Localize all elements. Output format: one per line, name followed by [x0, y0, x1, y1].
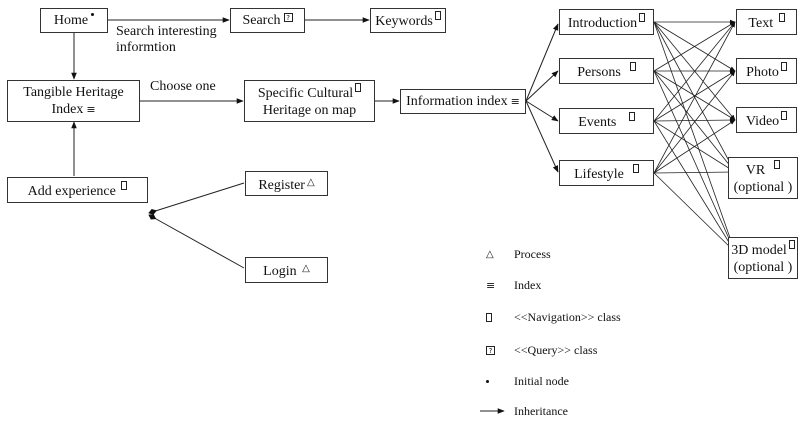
- 3d-model-node[interactable]: 3D model (optional ): [728, 237, 798, 279]
- specific-cultural-heritage-node[interactable]: Specific Cultural Heritage on map: [244, 80, 375, 122]
- navigation-icon: [121, 180, 128, 190]
- legend-initial-label: Initial node: [514, 373, 569, 388]
- edge-info-lifestyle: [525, 100, 559, 173]
- navigation-icon: [632, 163, 639, 173]
- search-node[interactable]: Search?: [230, 8, 305, 33]
- edge-register-add: [148, 182, 245, 215]
- lifestyle-node[interactable]: Lifestyle: [559, 160, 654, 186]
- legend-initial-node: Initial node: [480, 371, 569, 391]
- vr-node[interactable]: VR (optional ): [728, 157, 798, 199]
- process-icon: △: [306, 176, 315, 188]
- add-experience-node[interactable]: Add experience: [7, 177, 148, 203]
- tangible-heritage-index-node[interactable]: Tangible Heritage Index≡: [7, 80, 140, 122]
- legend-index-label: Index: [514, 277, 542, 292]
- legend-navigation: <<Navigation>> class: [480, 307, 621, 327]
- navigation-icon: [774, 160, 781, 169]
- introduction-node[interactable]: Introduction: [559, 9, 654, 35]
- navigation-icon: [788, 240, 795, 249]
- persons-node[interactable]: Persons: [559, 58, 654, 84]
- index-icon: ≡: [510, 95, 520, 108]
- navigation-icon: [781, 110, 788, 120]
- navigation-icon: [486, 312, 492, 322]
- video-node[interactable]: Video: [736, 107, 797, 133]
- navigation-icon: [778, 12, 785, 22]
- process-icon: △: [486, 248, 494, 260]
- initial-node-dot: [91, 13, 95, 16]
- process-icon: △: [302, 263, 310, 274]
- information-index-node[interactable]: Information index≡: [400, 89, 526, 114]
- keywords-node[interactable]: Keywords: [370, 8, 446, 33]
- choose-one-edge-label: Choose one: [150, 79, 216, 94]
- legend-query: ? <<Query>> class: [480, 340, 597, 360]
- legend-navigation-label: <<Navigation>> class: [514, 309, 621, 324]
- legend-inheritance: Inheritance: [480, 401, 568, 421]
- legend-process-label: Process: [514, 246, 551, 261]
- navigation-icon: [628, 111, 635, 121]
- register-node[interactable]: Register△: [245, 171, 328, 196]
- events-node[interactable]: Events: [559, 108, 654, 134]
- navigation-icon: [639, 12, 646, 22]
- edge-info-persons: [525, 70, 559, 102]
- legend-index: ≡ Index: [480, 275, 541, 295]
- navigation-icon: [434, 11, 441, 20]
- navigation-icon: [355, 83, 362, 92]
- edge-login-add: [148, 214, 245, 269]
- edge-info-events: [525, 100, 559, 122]
- index-icon: ≡: [486, 278, 496, 292]
- legend-inheritance-label: Inheritance: [514, 403, 568, 418]
- text-node[interactable]: Text: [736, 9, 797, 35]
- query-icon: ?: [283, 13, 293, 22]
- legend-process: △ Process: [480, 244, 551, 264]
- legend-query-label: <<Query>> class: [514, 342, 598, 357]
- index-icon: ≡: [86, 103, 96, 116]
- navigation-icon: [629, 61, 636, 71]
- navigation-icon: [780, 61, 787, 71]
- home-node[interactable]: Home: [40, 8, 108, 33]
- query-icon: ?: [486, 345, 495, 355]
- edge-info-introduction: [525, 23, 559, 102]
- initial-node-dot: [486, 379, 489, 383]
- login-node[interactable]: Login △: [245, 257, 328, 283]
- photo-node[interactable]: Photo: [736, 58, 797, 84]
- search-edge-label: Search interesting informtion: [116, 24, 217, 55]
